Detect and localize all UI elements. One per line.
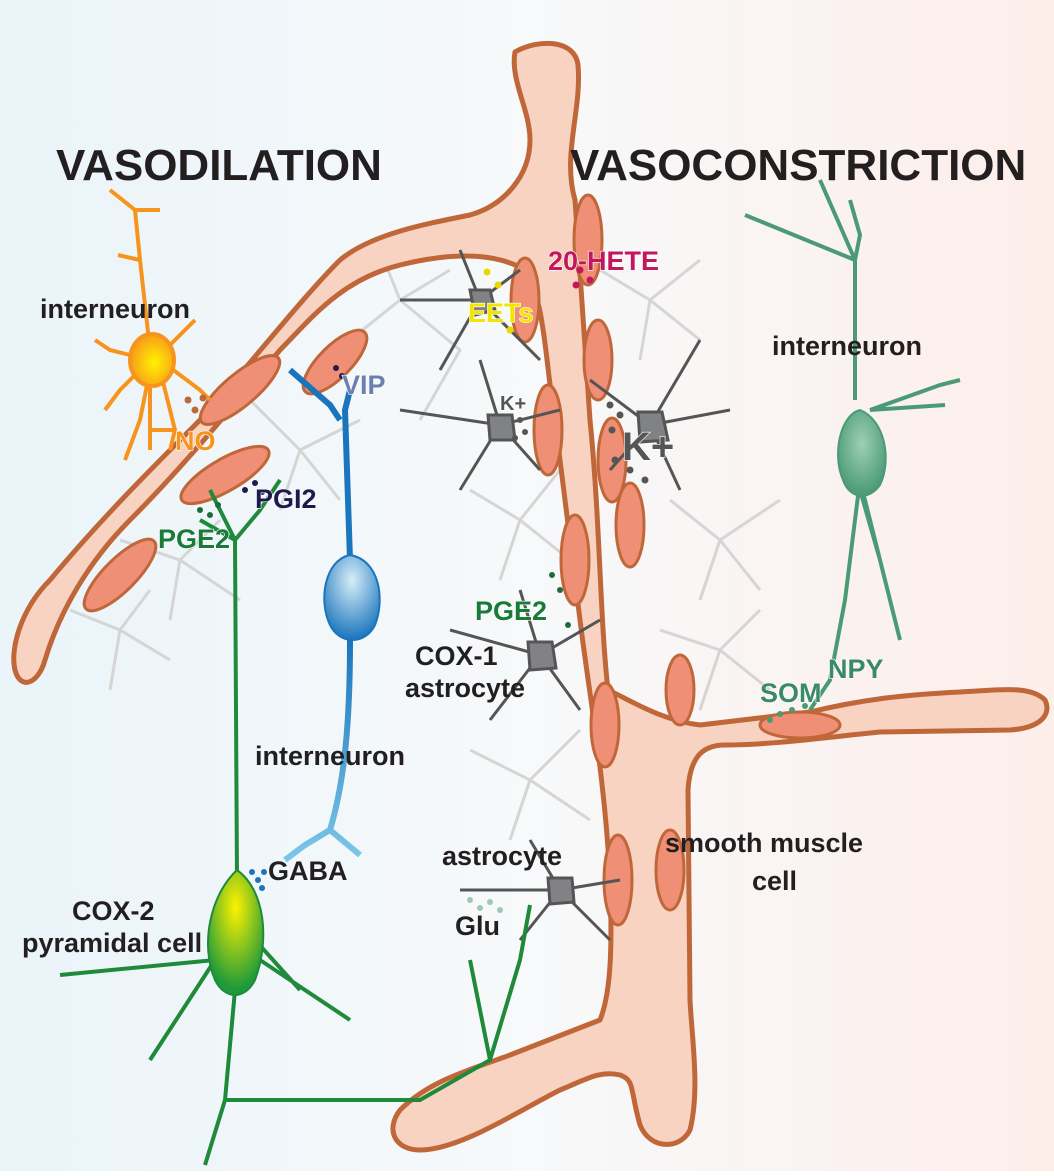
label-pge2-left: PGE2 xyxy=(158,524,230,554)
orange-soma xyxy=(130,334,174,386)
label-20-hete: 20-HETE xyxy=(548,246,659,276)
label-k-large: K+ xyxy=(622,425,674,469)
label-cox1-line1: COX-1 xyxy=(415,641,498,671)
label-eets: EETs xyxy=(468,298,534,328)
label-cox2-line2: pyramidal cell xyxy=(22,928,202,958)
smooth-muscle-cell xyxy=(760,712,840,738)
label-smooth-muscle-line2: cell xyxy=(752,866,797,896)
label-no: NO xyxy=(175,426,216,456)
label-cox2-line1: COX-2 xyxy=(72,896,155,926)
label-gaba: GABA xyxy=(268,856,348,886)
label-cox1-line2: astrocyte xyxy=(405,673,525,703)
label-interneuron-green: interneuron xyxy=(772,331,922,361)
vasoconstriction-heading: VASOCONSTRICTION xyxy=(570,141,1026,190)
smooth-muscle-cell xyxy=(666,655,694,725)
vasodilation-heading: VASODILATION xyxy=(56,141,382,190)
smooth-muscle-cell xyxy=(591,683,619,767)
label-k-small: K+ xyxy=(500,393,526,415)
smooth-muscle-cell xyxy=(561,515,589,605)
blue-soma xyxy=(324,555,379,640)
smooth-muscle-cell xyxy=(584,320,612,400)
label-interneuron-blue: interneuron xyxy=(255,741,405,771)
label-pge2-center: PGE2 xyxy=(475,596,547,626)
smooth-muscle-cell xyxy=(616,483,644,567)
label-smooth-muscle-line1: smooth muscle xyxy=(665,828,863,858)
label-npy: NPY xyxy=(828,654,884,684)
label-glu: Glu xyxy=(455,911,500,941)
label-vip: VIP xyxy=(342,370,386,400)
label-pgi2: PGI2 xyxy=(255,484,317,514)
label-som: SOM xyxy=(760,678,822,708)
label-interneuron-orange: interneuron xyxy=(40,294,190,324)
label-astrocyte: astrocyte xyxy=(442,841,562,871)
smooth-muscle-cell xyxy=(534,385,562,475)
